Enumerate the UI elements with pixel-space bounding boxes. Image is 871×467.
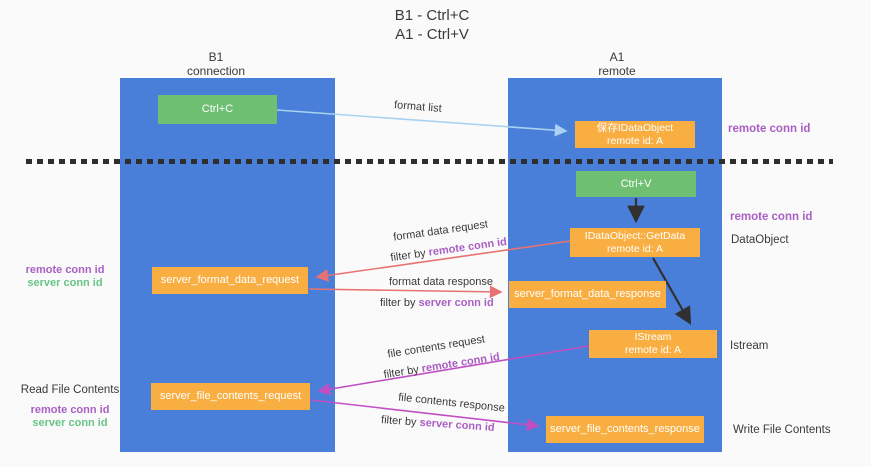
label-conn-ids-mid-left: remote conn id server conn id	[5, 264, 125, 290]
filter-key-server-conn-id-1: server conn id	[418, 297, 494, 309]
node-ctrl-v: Ctrl+V	[576, 171, 696, 197]
node-idataobject-getdata: IDataObject::GetData remote id: A	[570, 228, 700, 257]
node-save-idataobject-line1: 保存IDataObject	[596, 121, 674, 134]
label-server-conn-id-mid-left: server conn id	[27, 277, 103, 289]
label-conn-ids-bottom-left: remote conn id server conn id	[5, 404, 135, 430]
node-file-request-label: server_file_contents_request	[159, 390, 302, 402]
node-istream: IStream remote id: A	[589, 330, 717, 358]
filter-prefix-1: filter by	[389, 246, 430, 265]
filter-prefix-3: filter by	[382, 363, 423, 382]
node-istream-line1: IStream	[634, 331, 672, 343]
label-read-file-contents: Read File Contents	[20, 384, 120, 396]
node-file-response-label: server_file_contents_response	[550, 423, 700, 435]
filter-key-remote-conn-id-1: remote conn id	[427, 235, 508, 259]
node-server-format-data-request: server_format_data_request	[152, 267, 308, 294]
edge-label-format-data-response: format data response	[389, 276, 493, 288]
node-ctrl-v-label: Ctrl+V	[620, 177, 652, 190]
node-istream-line2: remote id: A	[624, 344, 682, 356]
filter-key-server-conn-id-2: server conn id	[419, 416, 495, 434]
label-server-conn-id-bottom-left: server conn id	[32, 417, 108, 429]
column-a1-name: A1	[609, 50, 625, 64]
title-line-1: B1 - Ctrl+C	[394, 7, 470, 24]
node-save-idataobject-line2: remote id: A	[606, 134, 664, 147]
filter-prefix-4: filter by	[380, 414, 420, 429]
node-server-file-contents-response: server_file_contents_response	[546, 416, 704, 443]
column-b1-name: B1	[208, 50, 224, 64]
node-server-format-data-response: server_format_data_response	[509, 281, 666, 308]
label-write-file-contents: Write File Contents	[733, 424, 831, 436]
label-istream: Istream	[730, 340, 769, 352]
filter-key-remote-conn-id-2: remote conn id	[420, 350, 501, 376]
copy-paste-separator-dashed-line	[26, 159, 833, 164]
edge-label-filter-server-conn-id-1: filter by server conn id	[380, 297, 494, 309]
label-remote-conn-id-top-right: remote conn id	[728, 123, 811, 135]
filter-prefix-2: filter by	[380, 297, 419, 309]
label-remote-conn-id-mid-left: remote conn id	[25, 264, 105, 276]
edge-label-filter-server-conn-id-2: filter by server conn id	[381, 414, 495, 434]
node-getdata-line1: IDataObject::GetData	[584, 229, 686, 242]
node-ctrl-c-label: Ctrl+C	[201, 103, 234, 115]
label-remote-conn-id-bottom-left: remote conn id	[30, 404, 110, 416]
label-remote-conn-id-mid-right: remote conn id	[730, 211, 813, 223]
node-server-file-contents-request: server_file_contents_request	[151, 383, 310, 410]
edge-label-file-contents-response: file contents response	[397, 391, 506, 415]
edge-label-format-list: format list	[393, 99, 443, 115]
column-header-a1: A1 remote	[557, 50, 677, 78]
title-line-2: A1 - Ctrl+V	[395, 26, 469, 43]
diagram-title: B1 - Ctrl+C A1 - Ctrl+V	[332, 6, 532, 44]
node-getdata-line2: remote id: A	[606, 242, 664, 255]
column-a1-subtitle: remote	[598, 64, 636, 78]
node-format-response-label: server_format_data_response	[514, 288, 661, 300]
column-b1-subtitle: connection	[186, 64, 246, 78]
node-format-request-label: server_format_data_request	[160, 274, 300, 286]
label-dataobject: DataObject	[731, 234, 789, 246]
node-save-idataobject: 保存IDataObject remote id: A	[575, 121, 695, 148]
node-ctrl-c: Ctrl+C	[158, 95, 277, 124]
arrow-format-data-response	[308, 285, 503, 299]
column-header-b1: B1 connection	[156, 50, 276, 78]
